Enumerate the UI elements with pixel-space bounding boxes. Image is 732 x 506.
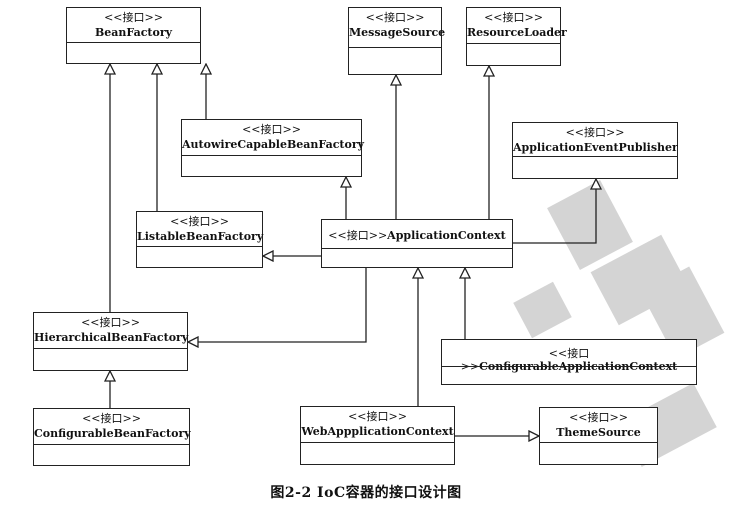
stereotype-label: <<接口>> <box>484 11 543 24</box>
autowirecapablebeanfactory-name: AutowireCapableBeanFactory <box>182 138 365 151</box>
webapplicationcontext-box: <<接口>> WebAppplicationContext <box>300 406 455 465</box>
applicationcontext-label: <<接口>>ApplicationContext <box>322 229 512 242</box>
figure-caption: 图2-2 IoC容器的接口设计图 <box>270 485 462 501</box>
autowirecapablebeanfactory-box: <<接口>> AutowireCapableBeanFactory <box>181 119 365 177</box>
configurablebeanfactory-box: <<接口>> ConfigurableBeanFactory <box>33 408 191 466</box>
applicationeventpublisher-box: <<接口>> ApplicationEventPublisher <box>512 122 678 179</box>
stereotype-label: <<接口>> <box>348 410 407 423</box>
messagesource-box: <<接口>> MessageSource <box>348 7 446 75</box>
themesource-box: <<接口>> ThemeSource <box>539 407 658 465</box>
stereotype-label: <<接口>> <box>328 229 388 242</box>
stereotype-label: <<接口>> <box>170 215 229 228</box>
stereotype-label: <<接口>> <box>82 412 141 425</box>
applicationeventpublisher-name: ApplicationEventPublisher <box>513 141 678 154</box>
resourceloader-name: ResourceLoader <box>467 26 567 39</box>
edge-appctx-to-hierarchical <box>188 267 367 342</box>
listablebeanfactory-name: ListableBeanFactory <box>137 230 264 243</box>
messagesource-name: MessageSource <box>349 26 446 39</box>
listablebeanfactory-box: <<接口>> ListableBeanFactory <box>136 211 263 268</box>
configurableapplicationcontext-box: <<接口>>ConfigurableApplicationContext <box>441 339 697 385</box>
configurablebeanfactory-name: ConfigurableBeanFactory <box>34 427 191 440</box>
webapplicationcontext-name: WebAppplicationContext <box>301 425 454 438</box>
applicationcontext-name: ApplicationContext <box>387 229 506 242</box>
stereotype-label: <<接口>> <box>81 316 140 329</box>
stereotype-label: <<接口>> <box>365 11 425 24</box>
beanfactory-box: <<接口>> BeanFactory <box>66 7 201 64</box>
beanfactory-name: BeanFactory <box>94 26 173 39</box>
themesource-name: ThemeSource <box>556 426 641 439</box>
stereotype-label: <<接口>> <box>565 126 625 139</box>
edge-appctx-to-eventpublisher <box>513 179 596 244</box>
applicationcontext-box: <<接口>>ApplicationContext <box>321 219 513 268</box>
stereotype-label: <<接口>> <box>569 411 628 424</box>
stereotype-label: <<接口>> <box>104 11 163 24</box>
stereotype-label: <<接口>> <box>242 123 301 136</box>
hierarchicalbeanfactory-box: <<接口>> HierarchicalBeanFactory <box>33 312 188 371</box>
hierarchicalbeanfactory-name: HierarchicalBeanFactory <box>34 331 189 344</box>
resourceloader-box: <<接口>> ResourceLoader <box>466 7 567 66</box>
